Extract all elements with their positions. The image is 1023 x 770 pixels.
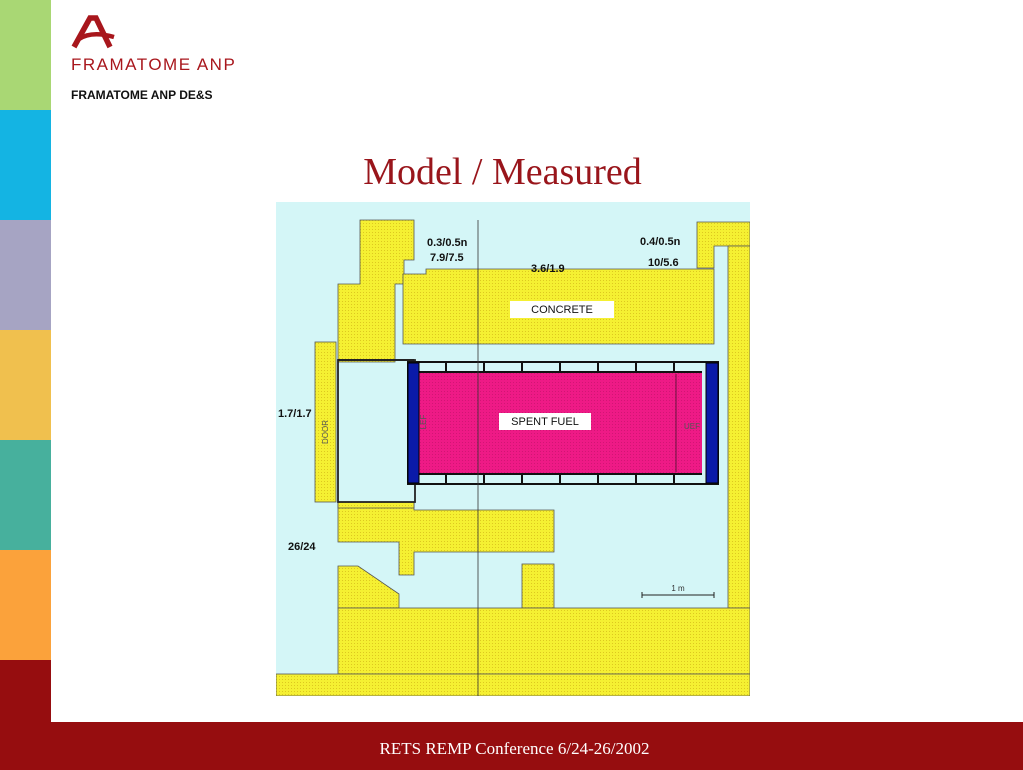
region-left: 1.7/1.7: [278, 408, 312, 420]
stripe-orange: [0, 550, 51, 660]
concrete-label: CONCRETE: [531, 304, 593, 316]
spent-fuel-label-box: [499, 413, 591, 430]
concrete-walls: [276, 219, 750, 696]
region-top-middle: 3.6/1.9: [531, 263, 565, 275]
door-label: DOOR: [321, 420, 330, 444]
region-top-left-line2: 7.9/7.5: [430, 252, 464, 264]
concrete-label-box: [510, 301, 614, 318]
region-top-right-line1: 0.4/0.5n: [640, 236, 681, 248]
upper-end-fitting: [705, 362, 719, 484]
slide-title: Model / Measured: [363, 151, 642, 193]
region-top-right-line2: 10/5.6: [648, 257, 679, 269]
footer-bar: [0, 722, 1023, 770]
spent-fuel-label: SPENT FUEL: [511, 416, 579, 428]
scale-label: 1 m: [671, 584, 685, 593]
region-top-left-line1: 0.3/0.5n: [427, 237, 468, 249]
stripe-lavender: [0, 220, 51, 330]
footer-text: RETS REMP Conference 6/24-26/2002: [379, 739, 650, 758]
stripe-blue: [0, 110, 51, 220]
framatome-logo-icon: [71, 15, 115, 49]
brand-name: FRAMATOME ANP: [71, 55, 237, 74]
stripe-yellow: [0, 330, 51, 440]
department-name: FRAMATOME ANP DE&S: [71, 88, 213, 102]
shielding-model-diagram: CONCRETE SPENT FUEL DOOR LEF UEF 0.3/0.5…: [276, 202, 750, 696]
stripe-teal: [0, 440, 51, 550]
uef-label: UEF: [684, 422, 700, 431]
scale-bar: 1 m: [641, 584, 715, 598]
stripe-green: [0, 0, 51, 110]
lower-end-fitting: [407, 362, 420, 484]
lef-label: LEF: [419, 415, 428, 430]
region-bottom-left: 26/24: [288, 541, 316, 553]
